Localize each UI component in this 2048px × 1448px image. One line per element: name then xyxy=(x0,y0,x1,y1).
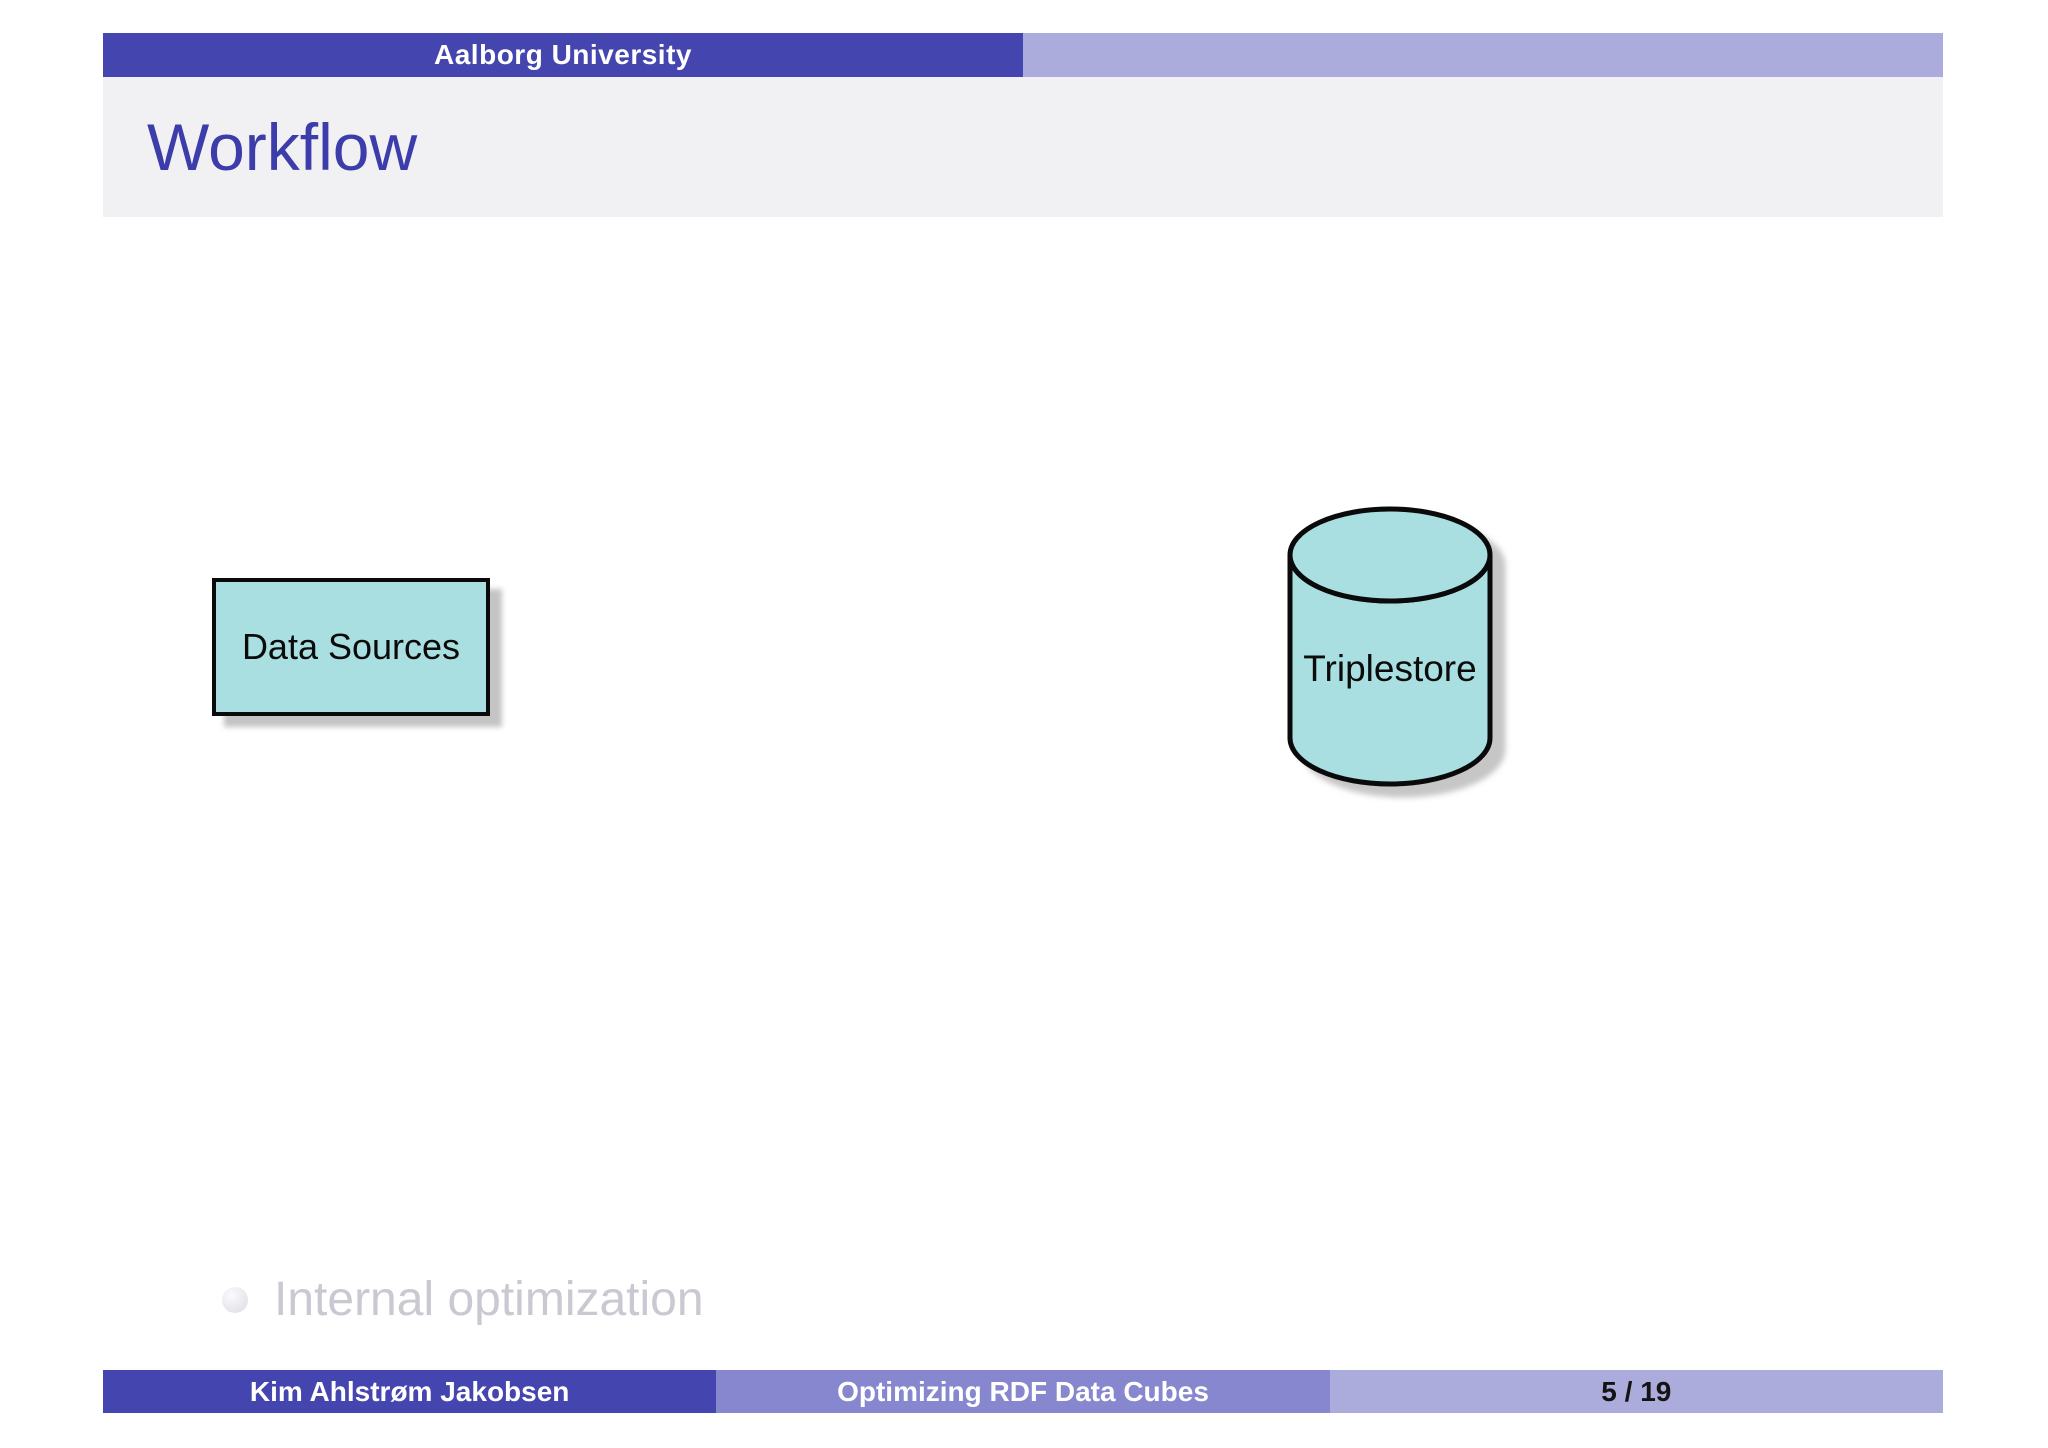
footer-presentation-title-segment: Optimizing RDF Data Cubes xyxy=(716,1370,1330,1413)
footer-page-segment: 5 / 19 xyxy=(1329,1370,1943,1413)
triplestore-label: Triplestore xyxy=(1303,648,1476,689)
diagram-node-triplestore: Triplestore xyxy=(1283,503,1513,803)
diagram-node-data-sources: Data Sources xyxy=(212,578,490,716)
header-bar: Aalborg University xyxy=(103,33,1943,78)
data-sources-label: Data Sources xyxy=(241,626,461,667)
header-decorative-segment xyxy=(1023,33,1943,78)
title-band: Workflow xyxy=(103,77,1943,217)
bullet-sphere-icon xyxy=(222,1286,248,1313)
database-cylinder-icon: Triplestore xyxy=(1287,506,1506,798)
footer-page-indicator: 5 / 19 xyxy=(1601,1375,1672,1407)
bullet-internal-optimization: Internal optimization xyxy=(222,1272,704,1327)
footer-bar: Kim Ahlstrøm Jakobsen Optimizing RDF Dat… xyxy=(103,1370,1943,1413)
institute-name: Aalborg University xyxy=(434,39,692,70)
header-institute-segment: Aalborg University xyxy=(103,33,1023,77)
footer-author-segment: Kim Ahlstrøm Jakobsen xyxy=(103,1370,717,1413)
page-title: Workflow xyxy=(147,110,418,184)
bullet-label: Internal optimization xyxy=(274,1273,704,1326)
footer-author: Kim Ahlstrøm Jakobsen xyxy=(249,1375,570,1407)
footer-presentation-title: Optimizing RDF Data Cubes xyxy=(837,1375,1209,1407)
